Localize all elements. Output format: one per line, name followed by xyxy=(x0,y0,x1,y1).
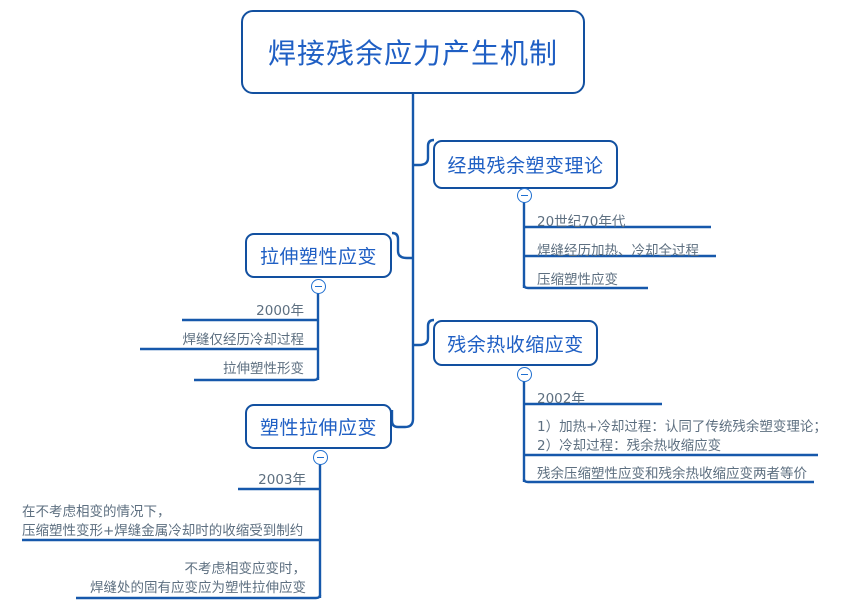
branch-node-label: 残余热收缩应变 xyxy=(447,333,584,356)
branch-node-plastic-tensile-strain[interactable]: 塑性拉伸应变 xyxy=(245,404,392,449)
leaf-item[interactable]: 在不考虑相变的情况下， 压缩塑性变形+焊缝金属冷却时的收缩受到制约 xyxy=(22,504,304,539)
leaf-item[interactable]: 压缩塑性应变 xyxy=(537,272,618,288)
branch-node-label: 经典残余塑变理论 xyxy=(447,155,604,177)
branch-node-tensile-plastic-strain[interactable]: 拉伸塑性应变 xyxy=(245,233,392,278)
leaf-item[interactable]: 残余压缩塑性应变和残余热收缩应变两者等价 xyxy=(537,466,807,482)
collapse-toggle-branch-3[interactable] xyxy=(517,367,532,382)
leaf-item[interactable]: 20世纪70年代 xyxy=(537,214,626,230)
leaf-item[interactable]: 拉伸塑性形变 xyxy=(223,361,304,377)
leaf-item[interactable]: 2000年 xyxy=(256,303,304,319)
collapse-toggle-branch-1[interactable] xyxy=(517,188,532,203)
leaf-item[interactable]: 焊缝经历加热、冷却全过程 xyxy=(537,243,699,259)
leaf-item[interactable]: 焊缝仅经历冷却过程 xyxy=(182,332,305,348)
leaf-item[interactable]: 不考虑相变应变时， 焊缝处的固有应变应为塑性拉伸应变 xyxy=(90,561,306,596)
branch-node-label: 塑性拉伸应变 xyxy=(259,417,377,439)
branch-node-classic-residual-plastic-theory[interactable]: 经典残余塑变理论 xyxy=(433,140,618,189)
root-node-label: 焊接残余应力产生机制 xyxy=(267,37,558,70)
root-node[interactable]: 焊接残余应力产生机制 xyxy=(241,10,585,94)
collapse-toggle-branch-4[interactable] xyxy=(313,450,328,465)
branch-node-residual-thermal-shrinkage-strain[interactable]: 残余热收缩应变 xyxy=(433,320,598,366)
leaf-item[interactable]: 1）加热+冷却过程：认同了传统残余塑变理论； 2）冷却过程：残余热收缩应变 xyxy=(537,419,827,454)
branch-node-label: 拉伸塑性应变 xyxy=(259,246,377,268)
leaf-item[interactable]: 2003年 xyxy=(258,472,306,488)
collapse-toggle-branch-2[interactable] xyxy=(311,279,326,294)
leaf-item[interactable]: 2002年 xyxy=(537,391,585,407)
